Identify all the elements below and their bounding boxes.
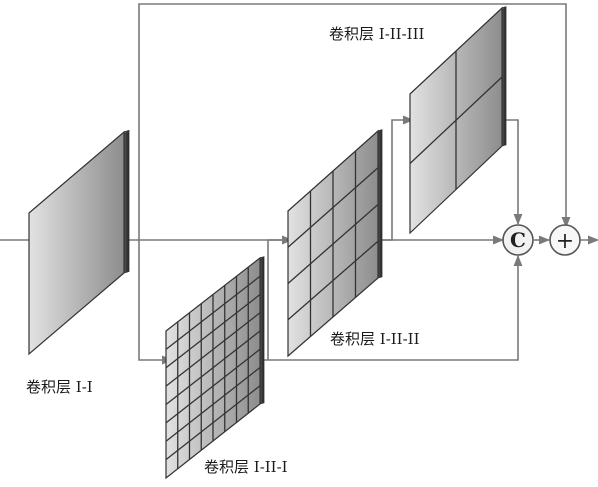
label-layer-2-2: 卷积层 I-II-II [330,330,420,348]
panel-edge [123,129,130,274]
panel-layer-1 [28,129,130,356]
concat-symbol: C [510,228,526,252]
grid-row-line [165,275,261,350]
grid-row-line [165,330,261,406]
panel-layer-2-3 [409,6,507,235]
grid-row-line [165,385,261,461]
l21-to-l22 [267,235,294,360]
grid-row-line [287,167,379,248]
concat-circle [502,224,534,256]
branch-to-l21 [138,240,174,365]
grid-row-line [409,76,503,164]
add-node: + [549,224,581,256]
label-layer-2-1: 卷积层 I-II-I [204,458,288,476]
add-symbol: + [556,229,574,254]
grid-row-line [165,348,261,424]
panel-layer-2-1 [165,256,265,480]
grid-row-line [287,240,379,321]
panel-face [28,130,125,356]
label-layer-2-3: 卷积层 I-II-III [329,25,425,43]
connectors [0,3,598,365]
label-layer-1: 卷积层 I-I [26,378,93,396]
skip-path [138,3,571,240]
panel-layer-2-2 [287,129,383,358]
l22-to-l23 [382,115,415,241]
l23-to-concat [505,119,523,226]
grid-row-line [165,366,261,442]
concat-node: C [502,224,534,256]
l21-to-concat [262,254,523,361]
grid-row-line [287,204,379,284]
layer-panels [28,6,507,480]
grid-row-line [165,312,261,387]
add-circle [549,224,581,256]
grid-row-line [165,293,261,369]
